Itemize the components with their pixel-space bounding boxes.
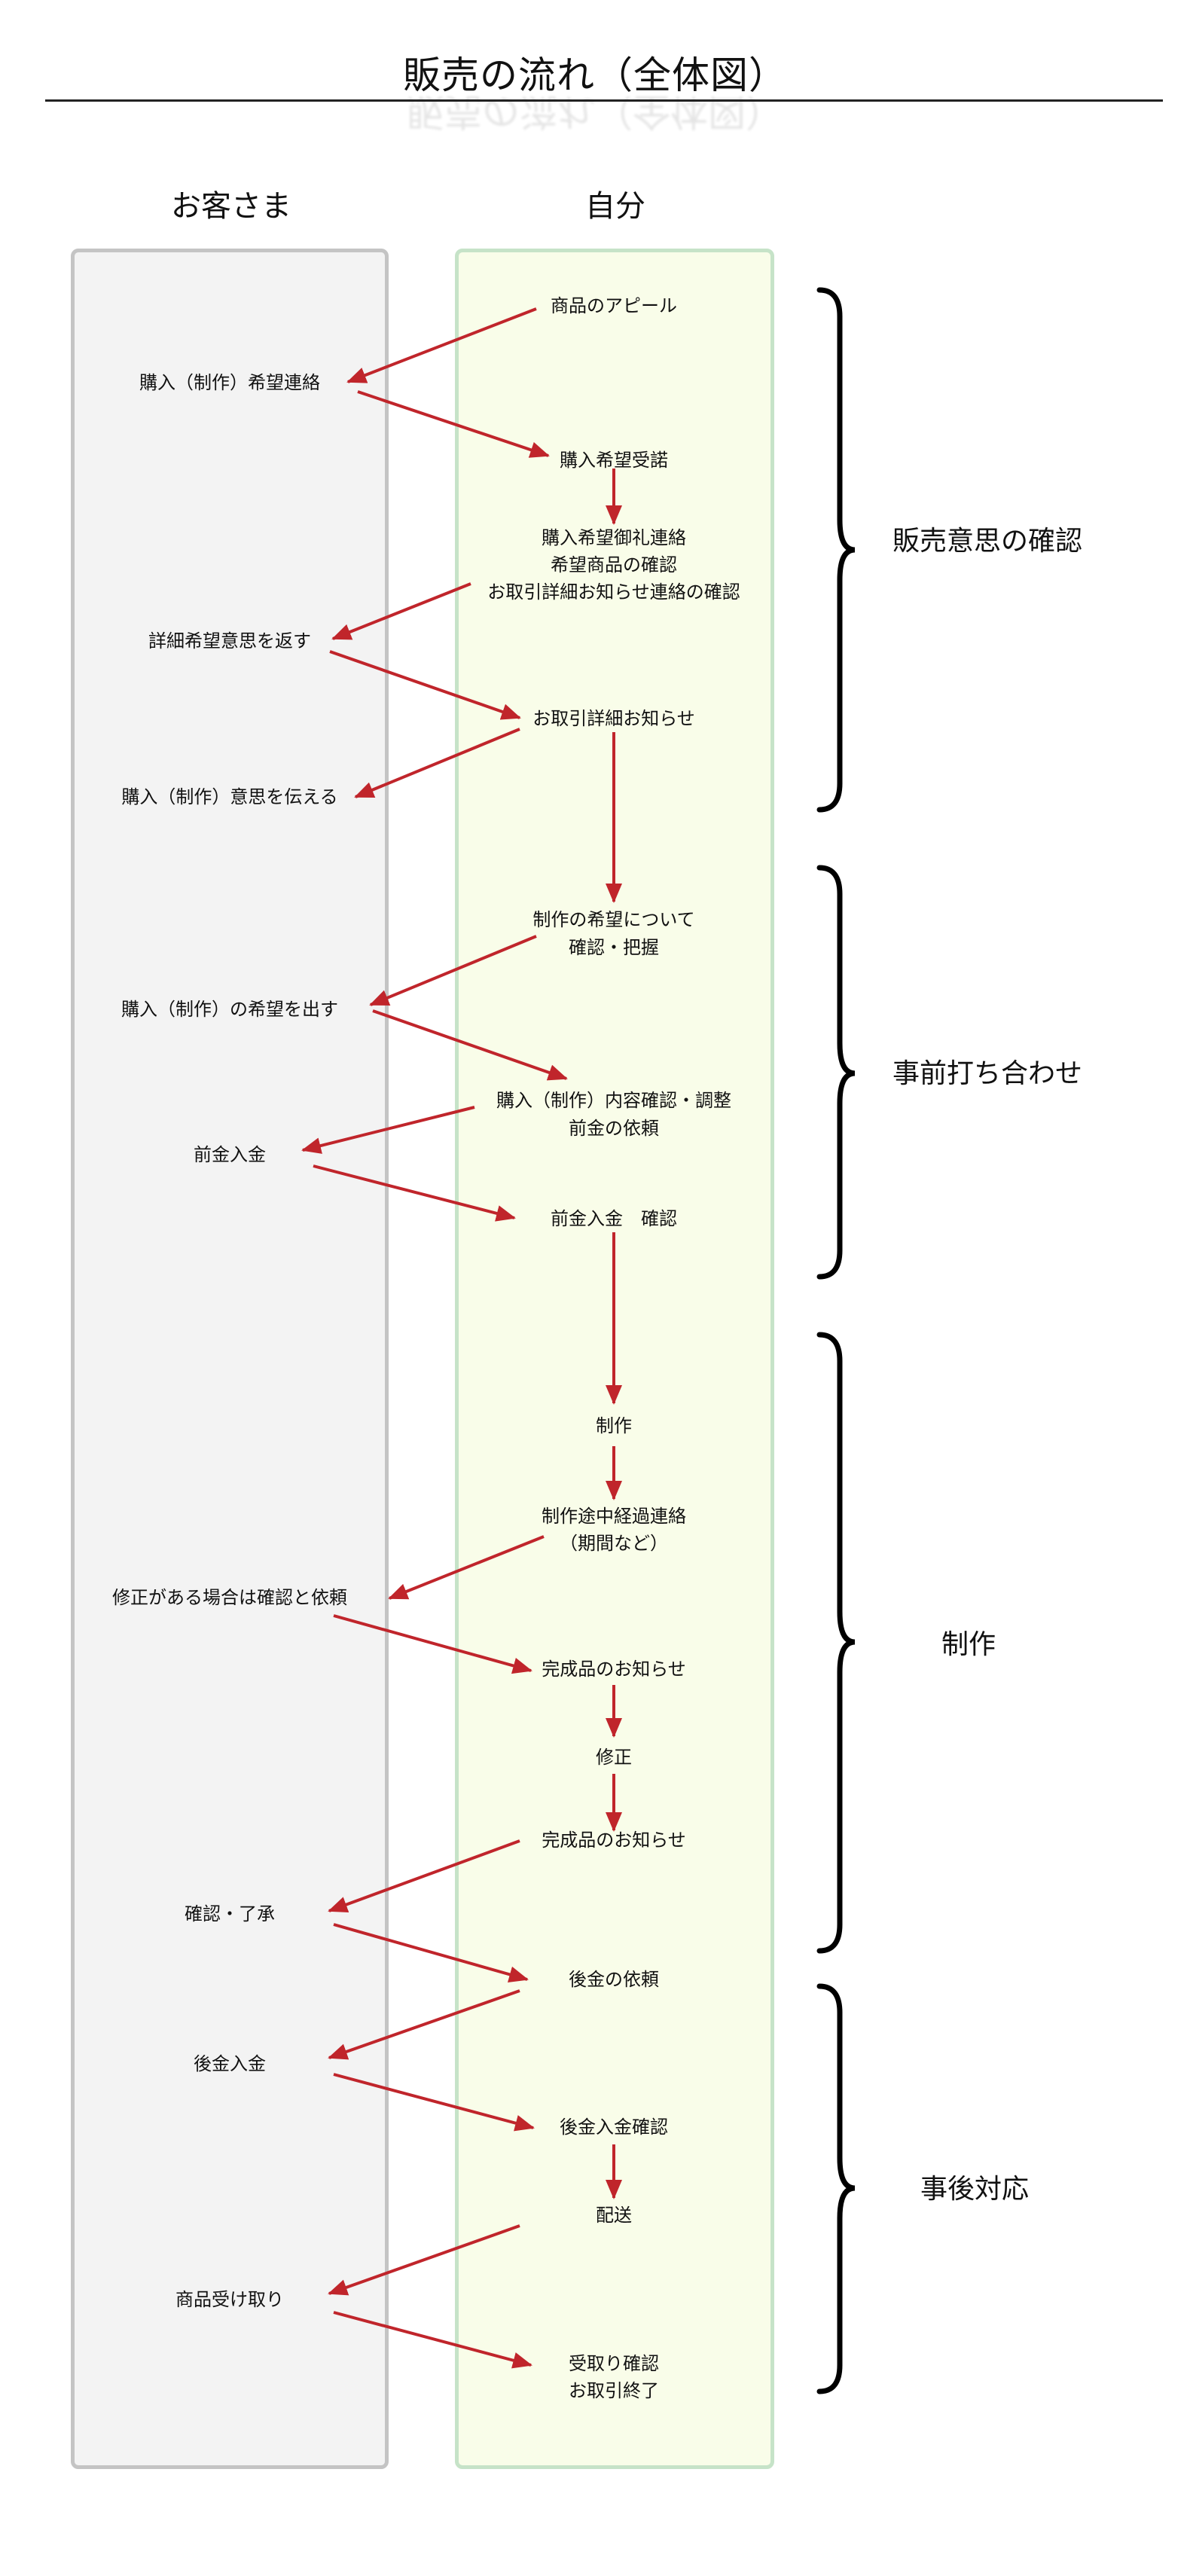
- customer-column-header: お客さま: [171, 189, 291, 224]
- step-detail-notice-confirm: お取引詳細お知らせ連絡の確認: [487, 581, 740, 603]
- arrow-shipping-to-receipt: [328, 2224, 520, 2296]
- arrow-balance-request-to-payment: [328, 1989, 520, 2060]
- customer-step-receive-product: 商品受け取り: [175, 2289, 284, 2310]
- step-purchase-accept: 購入希望受諾: [560, 450, 668, 471]
- phase-label-pre-meeting: 事前打ち合わせ: [892, 1058, 1083, 1089]
- customer-step-balance-payment: 後金入金: [194, 2053, 266, 2074]
- arrow-request-to-accept: [357, 390, 550, 458]
- step-deposit-confirm: 前金入金 確認: [551, 1208, 677, 1229]
- step-progress-period: （期間など）: [560, 1533, 668, 1554]
- arrow-approval-to-balance-request: [333, 1923, 529, 1983]
- step-production: 制作: [596, 1415, 632, 1436]
- step-production-wish: 制作の希望について: [532, 909, 695, 930]
- step-deposit-request: 前金の依頼: [569, 1118, 659, 1139]
- arrow-detail-reply-to-notice: [329, 650, 521, 720]
- arrow-content-to-deposit: [301, 1106, 475, 1154]
- phase-label-production: 制作: [941, 1629, 996, 1660]
- step-completion-notice-2: 完成品のお知らせ: [542, 1830, 686, 1851]
- phase-label-after-service: 事後対応: [920, 2174, 1030, 2205]
- phase-label-sales-intent: 販売意思の確認: [892, 526, 1083, 557]
- step-product-appeal: 商品のアピール: [551, 295, 677, 316]
- brace-phase-4: [816, 1983, 856, 2394]
- step-receipt-confirm: 受取り確認: [569, 2353, 659, 2374]
- arrow-confirm-to-detail-reply: [331, 582, 471, 640]
- customer-step-purchase-intent: 購入（制作）意思を伝える: [121, 786, 338, 807]
- step-balance-request: 後金の依頼: [569, 1969, 659, 1990]
- brace-phase-2: [816, 865, 856, 1280]
- step-shipping: 配送: [596, 2205, 632, 2226]
- page-title: 販売の流れ（全体図）: [403, 53, 787, 97]
- step-product-confirm: 希望商品の確認: [551, 554, 677, 575]
- step-wish-grasp: 確認・把握: [569, 937, 659, 958]
- step-transaction-end: お取引終了: [569, 2380, 659, 2401]
- arrow-request-to-content-confirm: [372, 1009, 568, 1081]
- step-balance-confirm: 後金入金確認: [560, 2117, 668, 2138]
- step-content-adjust: 購入（制作）内容確認・調整: [496, 1090, 731, 1111]
- customer-step-deposit-payment: 前金入金: [194, 1144, 266, 1165]
- customer-step-detail-reply: 詳細希望意思を返す: [148, 630, 311, 652]
- arrow-appeal-to-request: [346, 307, 537, 383]
- self-column-header: 自分: [585, 189, 645, 224]
- step-detail-notice: お取引詳細お知らせ: [532, 708, 695, 729]
- arrow-receipt-to-completion: [333, 2311, 532, 2369]
- step-progress-contact: 制作途中経過連絡: [542, 1506, 686, 1527]
- brace-phase-1: [816, 287, 856, 813]
- arrow-revision-request-to-complete: [333, 1614, 532, 1674]
- step-revision: 修正: [596, 1747, 632, 1768]
- customer-lane: [71, 249, 389, 2469]
- arrow-wish-confirm-to-request: [369, 935, 537, 1006]
- arrow-deposit-to-deposit-confirm: [313, 1164, 516, 1222]
- arrow-notice-to-intent: [354, 728, 520, 798]
- customer-step-production-request: 購入（制作）の希望を出す: [121, 999, 338, 1020]
- arrow-progress-to-revision-request: [388, 1535, 545, 1600]
- customer-step-approval: 確認・了承: [185, 1903, 275, 1924]
- customer-step-purchase-request: 購入（制作）希望連絡: [139, 372, 320, 393]
- step-completion-notice: 完成品のお知らせ: [542, 1659, 686, 1680]
- arrow-payment-to-payment-confirm: [333, 2073, 535, 2132]
- step-thanks-contact: 購入希望御礼連絡: [542, 527, 686, 548]
- arrow-complete2-to-approval: [328, 1839, 520, 1913]
- title-underline: [45, 99, 1163, 102]
- customer-step-revision-request: 修正がある場合は確認と依頼: [112, 1587, 347, 1608]
- brace-phase-3: [816, 1332, 856, 1954]
